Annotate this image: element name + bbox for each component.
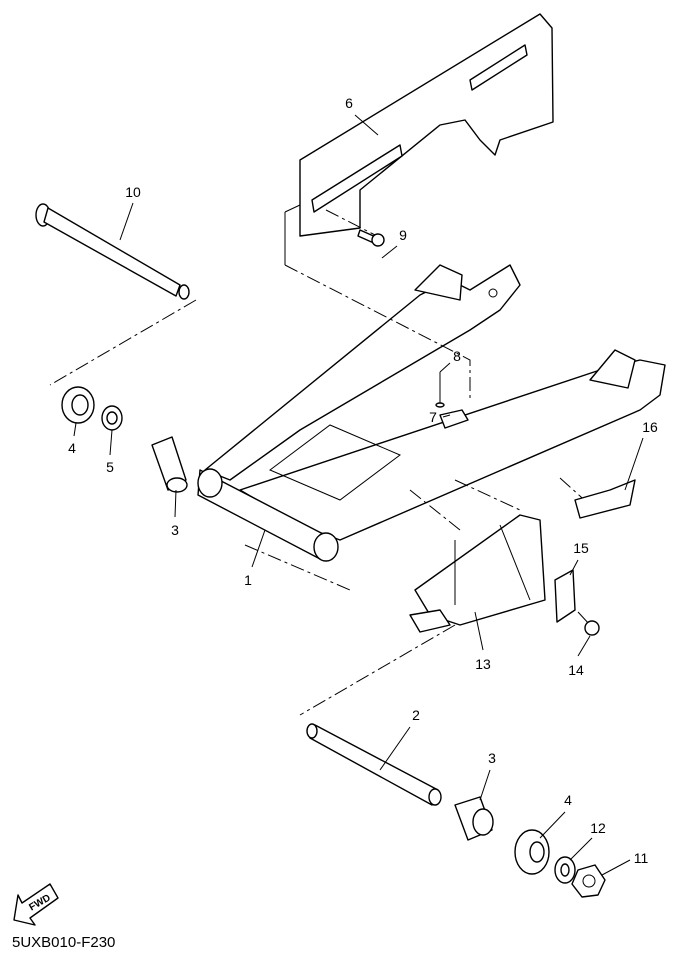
chain-case-part	[409, 514, 546, 633]
shaft-part	[306, 723, 442, 806]
callout-8[interactable]: 8	[453, 348, 461, 364]
callout-16[interactable]: 16	[642, 419, 658, 435]
callout-10[interactable]: 10	[125, 184, 141, 200]
plate-part	[554, 569, 576, 623]
bushing-part-right	[454, 796, 494, 841]
reflector-part	[574, 479, 636, 519]
diagram-code: 5UXB010-F230	[12, 934, 116, 951]
washer-part-right	[554, 856, 576, 884]
bolt-part-14	[577, 611, 600, 636]
cap-part-left	[61, 386, 95, 424]
callout-4-left[interactable]: 4	[68, 440, 76, 456]
washer-part-left	[101, 405, 123, 431]
cap-part-right	[514, 829, 550, 875]
callout-6[interactable]: 6	[345, 95, 353, 111]
callout-11[interactable]: 11	[633, 850, 649, 866]
chain-guard-part	[284, 13, 554, 265]
callout-14[interactable]: 14	[568, 662, 584, 678]
rivet-part	[435, 372, 445, 408]
callout-4-right[interactable]: 4	[564, 792, 572, 808]
callout-7[interactable]: 7	[429, 409, 437, 425]
leader-lines	[73, 114, 644, 876]
callout-13[interactable]: 13	[475, 656, 491, 672]
callout-1[interactable]: 1	[244, 572, 252, 588]
callout-5[interactable]: 5	[106, 459, 114, 475]
callout-12[interactable]: 12	[590, 820, 606, 836]
pivot-shaft-part	[35, 203, 190, 300]
rear-arm-part	[197, 264, 666, 562]
callout-3-right[interactable]: 3	[488, 750, 496, 766]
bolt-part-9	[357, 229, 385, 247]
callout-2[interactable]: 2	[412, 707, 420, 723]
fwd-arrow-icon	[13, 883, 59, 926]
callout-9[interactable]: 9	[399, 227, 407, 243]
clip-part	[439, 409, 469, 429]
bushing-part-left	[151, 436, 188, 493]
callout-15[interactable]: 15	[573, 540, 589, 556]
callout-3-left[interactable]: 3	[171, 522, 179, 538]
nut-part	[571, 864, 606, 898]
